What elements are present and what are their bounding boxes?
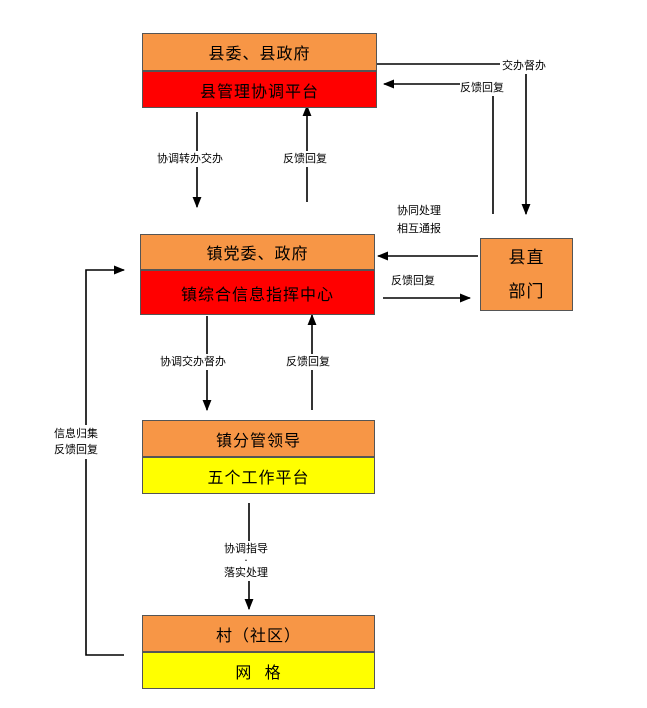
label-cooperate-line1: 协同处理 (397, 204, 441, 217)
arrow-collect (85, 265, 126, 656)
label-collect-line1: 信息归集 (54, 427, 98, 440)
label-feedback-dept: 反馈回复 (391, 274, 435, 287)
label-cooperate-line2: 相互通报 (397, 222, 441, 235)
label-feedback-county: 反馈回复 (283, 151, 327, 167)
label-assign-supervise: 交办督办 (500, 58, 548, 74)
county-dept-line1: 县直 (508, 247, 545, 268)
town-committee-box: 镇党委、政府 (140, 234, 375, 270)
label-feedback-top: 反馈回复 (460, 80, 504, 96)
label-coordinate-transfer: 协调转办交办 (157, 151, 223, 167)
town-leader-box: 镇分管领导 (142, 420, 375, 457)
label-coordinate-assign: 协调交办督办 (160, 354, 226, 370)
label-feedback-town: 反馈回复 (286, 354, 330, 370)
county-platform-box: 县管理协调平台 (142, 71, 377, 108)
county-dept-box: 县直 部门 (480, 238, 573, 311)
label-guide-line3: 落实处理 (224, 566, 268, 579)
work-platforms-box: 五个工作平台 (142, 457, 375, 494)
label-collect-line2: 反馈回复 (54, 443, 98, 456)
label-collect: 信息归集 反馈回复 (54, 425, 98, 459)
county-dept-line2: 部门 (508, 281, 545, 302)
label-guide-line2: · (244, 554, 248, 567)
village-box: 村（社区） (142, 615, 375, 652)
label-guide-line1: 协调指导 (224, 542, 268, 555)
town-center-box: 镇综合信息指挥中心 (140, 270, 375, 315)
label-guide: 协调指导 · 落实处理 (224, 541, 268, 581)
arrow-feedback-top (382, 79, 494, 214)
county-committee-box: 县委、县政府 (142, 33, 377, 71)
label-cooperate: 协同处理 相互通报 (397, 203, 441, 237)
grid-box: 网 格 (142, 652, 375, 689)
